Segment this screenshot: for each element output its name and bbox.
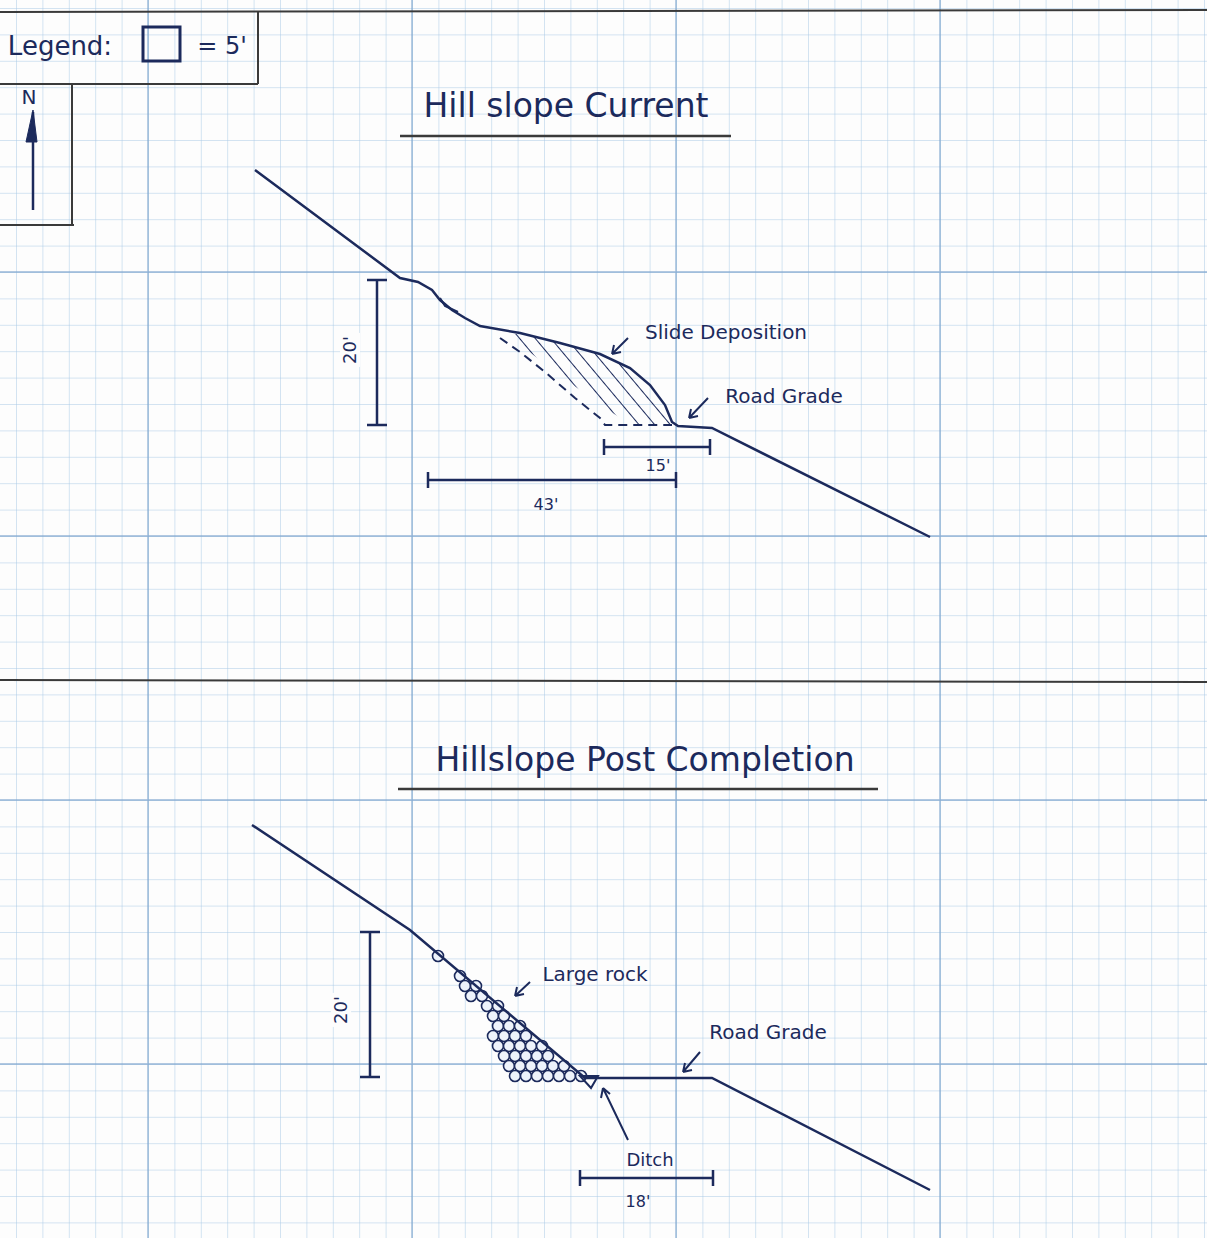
leader-arrows [515,338,708,1140]
section-title: Hill slope Current [420,88,711,124]
callout-label: Slide Deposition [642,321,810,343]
rock [532,1071,543,1082]
rock [510,1071,521,1082]
section-title: Hillslope Post Completion [432,742,857,778]
rock [482,1001,493,1012]
callout-label: Road Grade [722,385,846,407]
legend-square [143,27,180,61]
rock [504,1061,515,1072]
rock [554,1071,565,1082]
rock [521,1071,532,1082]
dimension-label: 20' [331,993,351,1027]
callout-label: Road Grade [706,1021,830,1043]
current-ground-line [255,170,930,537]
scarp-detail [440,298,458,312]
rock [565,1071,576,1082]
north-arrow [26,110,37,210]
legend-text: = 5' [194,33,250,59]
rock [543,1071,554,1082]
title-underline [398,136,878,789]
rock [466,991,477,1002]
post-ground-line [252,825,930,1190]
rock [460,981,471,992]
dimension-label: 18' [623,1193,654,1211]
north-label: N [19,86,40,108]
dimension-label: 43' [531,496,562,514]
callout-label: Large rock [539,963,650,985]
dimension-lines [360,280,713,1186]
slide-deposition-hatch [500,332,672,425]
rock [493,1041,504,1052]
dimension-label: 15' [643,457,674,475]
dimension-label: 20' [340,333,360,367]
sheet-rules [0,10,1207,682]
legend-heading: Legend: [5,32,115,61]
ditch-symbol [580,1076,598,1088]
callout-label: Ditch [623,1150,676,1170]
